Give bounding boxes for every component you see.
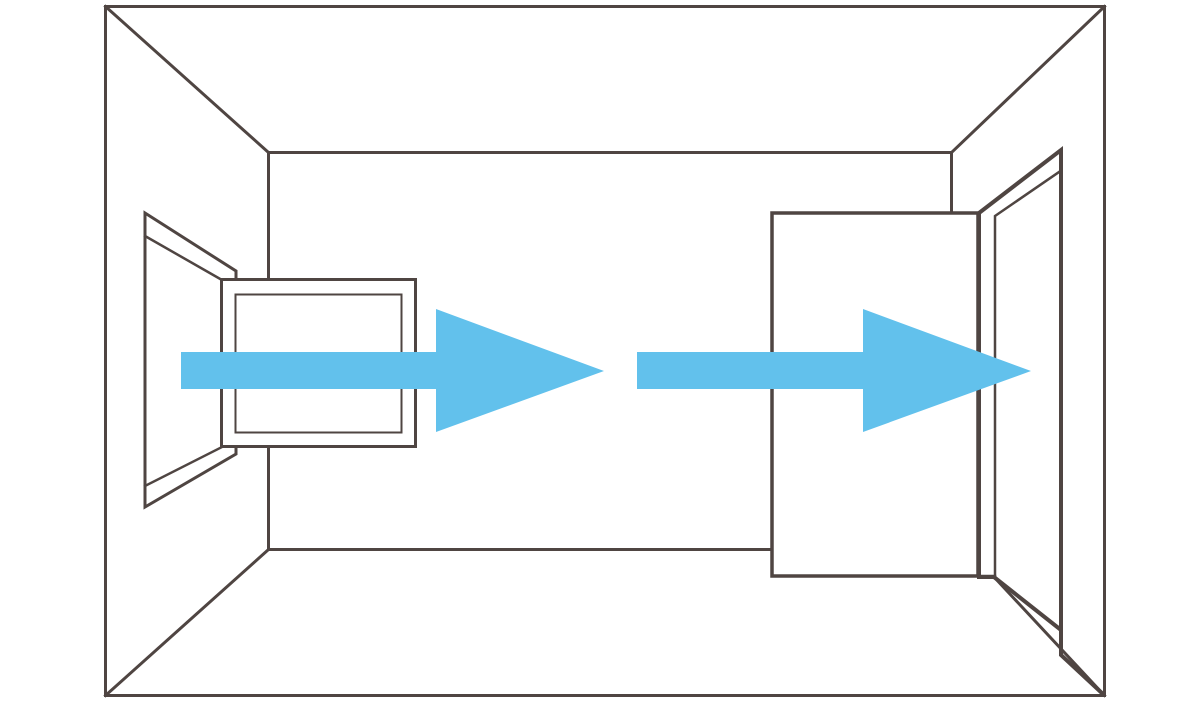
floor-edge-left — [103, 547, 271, 698]
outer-frame — [104, 5, 1106, 697]
airflow-arrow-2 — [637, 309, 1031, 432]
room-outline — [103, 4, 1107, 698]
open-door — [770, 145, 1106, 697]
window-open-sash-inner-bottom — [143, 445, 224, 488]
door-leaf-inner-edge — [993, 170, 1061, 579]
airflow-arrow-1 — [181, 309, 604, 432]
ceiling-edge-right — [949, 4, 1107, 155]
window-open-sash-inner — [143, 234, 224, 282]
airflow-arrows — [181, 309, 1031, 432]
door-open-leaf — [977, 145, 1106, 697]
ceiling-edge-left — [103, 4, 271, 155]
